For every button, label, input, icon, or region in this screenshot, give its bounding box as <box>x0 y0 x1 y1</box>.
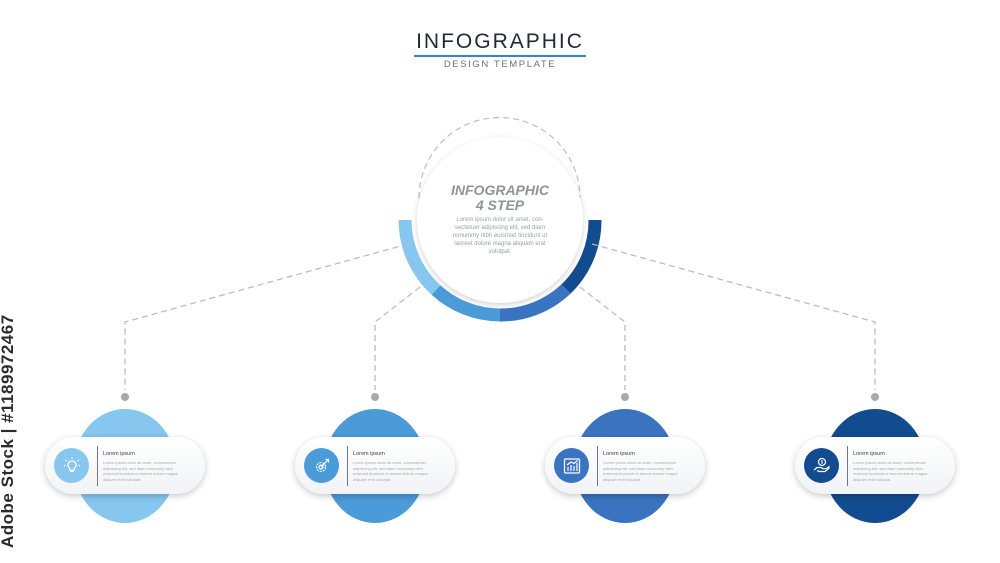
connector-dot-2 <box>371 393 379 401</box>
step-card-4: Lorem ipsum Lorem ipsum dolor sit amet, … <box>795 437 955 494</box>
center-description: Lorem ipsum dolor sit amet, con-sectetue… <box>452 217 548 255</box>
title-underline <box>414 55 586 57</box>
step-body-3: Lorem ipsum dolor sit amet, consectetuer… <box>603 460 678 482</box>
step-card-3: Lorem ipsum Lorem ipsum dolor sit amet, … <box>545 437 705 494</box>
ring-segment-3 <box>499 284 571 322</box>
stock-watermark: Adobe Stock | #1189972467 <box>0 314 26 550</box>
center-title-line1: INFOGRAPHIC <box>451 182 549 198</box>
card-divider <box>97 446 98 486</box>
center-title-line2: 4 STEP <box>475 197 525 213</box>
connector-1 <box>124 243 409 390</box>
card-divider <box>847 446 848 486</box>
page-title: INFOGRAPHIC <box>416 30 584 53</box>
step-title-4: Lorem ipsum <box>853 451 885 457</box>
center-dashed-arc <box>418 116 581 199</box>
hand-coin-icon <box>804 448 839 483</box>
ring-segment-2 <box>431 285 501 322</box>
connector-4 <box>591 243 876 390</box>
gear-target-icon <box>304 448 339 483</box>
step-title-3: Lorem ipsum <box>603 451 635 457</box>
step-title-2: Lorem ipsum <box>353 451 385 457</box>
growth-chart-icon <box>554 448 589 483</box>
card-divider <box>347 446 348 486</box>
ring-segment-4 <box>561 219 602 294</box>
ring-segment-1 <box>398 219 441 295</box>
connector-2 <box>374 286 421 390</box>
step-card-1: Lorem ipsum Lorem ipsum dolor sit amet, … <box>45 437 205 494</box>
connector-3 <box>579 286 626 390</box>
step-card-2: Lorem ipsum Lorem ipsum dolor sit amet, … <box>295 437 455 494</box>
watermark-text: Adobe Stock | #1189972467 <box>0 314 17 548</box>
connector-dot-1 <box>121 393 129 401</box>
center-circle <box>417 137 583 303</box>
center-title: INFOGRAPHIC 4 STEP <box>430 183 570 213</box>
connector-dot-3 <box>621 393 629 401</box>
lightbulb-icon <box>54 448 89 483</box>
connector-dot-4 <box>871 393 879 401</box>
page-subtitle: DESIGN TEMPLATE <box>443 59 557 70</box>
step-body-1: Lorem ipsum dolor sit amet, consectetuer… <box>103 460 178 482</box>
step-body-4: Lorem ipsum dolor sit amet, consectetuer… <box>853 460 928 482</box>
card-divider <box>597 446 598 486</box>
step-title-1: Lorem ipsum <box>103 451 135 457</box>
step-body-2: Lorem ipsum dolor sit amet, consectetuer… <box>353 460 428 482</box>
